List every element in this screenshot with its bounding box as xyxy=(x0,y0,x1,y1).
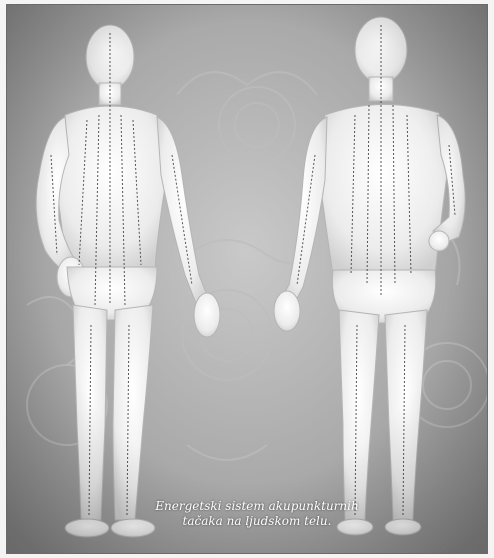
photo-caption: Energetski sistem akupunkturnih tačaka n… xyxy=(127,499,387,529)
photo-vignette xyxy=(7,5,488,554)
caption-line-2: tačaka na ljudskom telu. xyxy=(127,514,387,529)
acupuncture-photo: Energetski sistem akupunkturnih tačaka n… xyxy=(6,4,488,554)
photo-scene xyxy=(7,5,488,554)
caption-line-1: Energetski sistem akupunkturnih xyxy=(127,499,387,514)
